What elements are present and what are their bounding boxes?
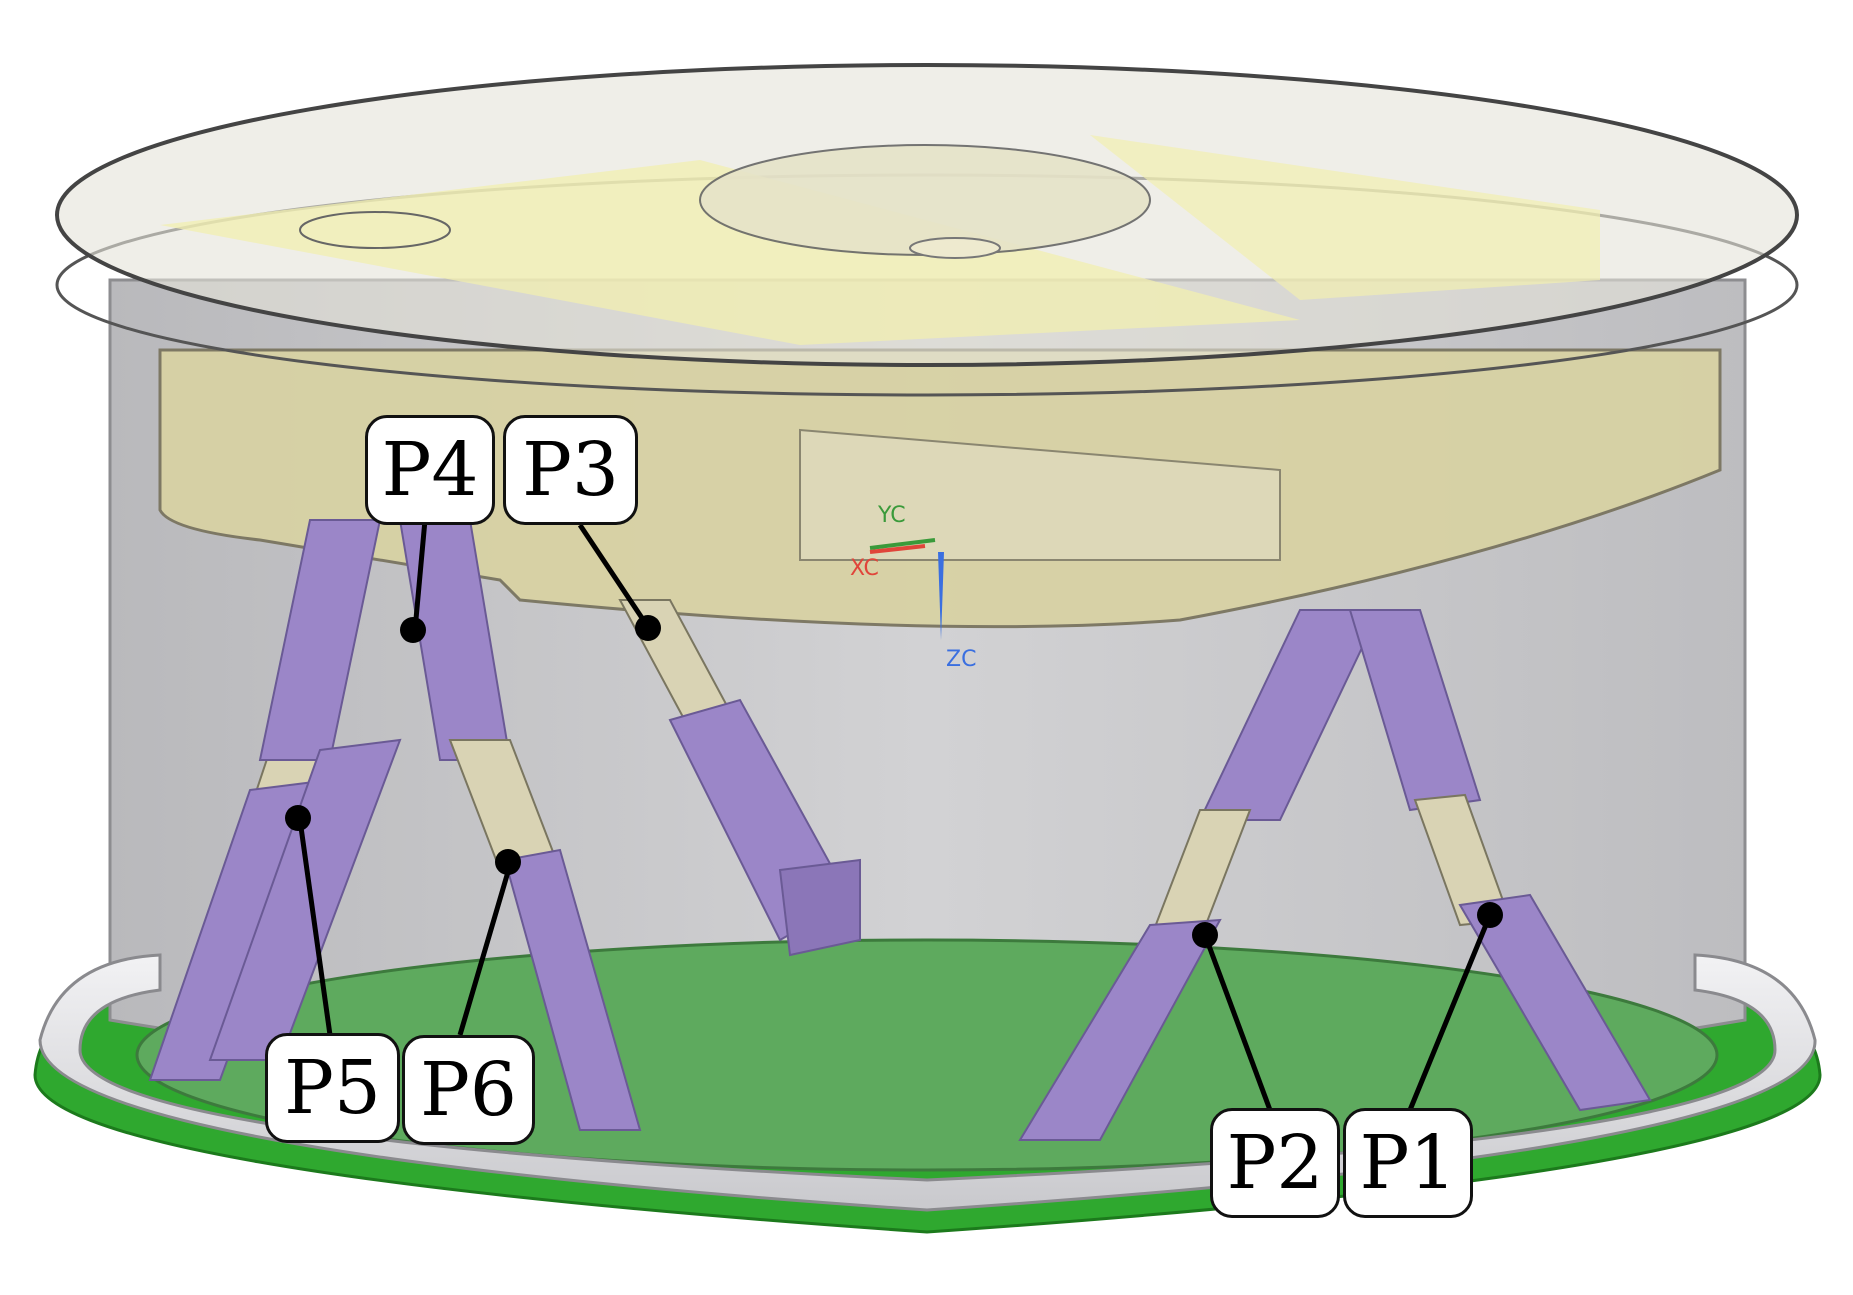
callout-p5: P5: [265, 1033, 400, 1143]
coordinate-axes: YC XC ZC: [850, 503, 976, 672]
lid-center-disc: [699, 144, 1151, 256]
leg-foot: [778, 858, 861, 957]
joint-dot-p3: [635, 615, 661, 641]
axis-x-label: XC: [850, 556, 879, 581]
joint-dots: [285, 615, 1503, 948]
platform-inner-face: [799, 428, 1281, 561]
axis-x-line: [869, 544, 926, 554]
lid-yellow-strip: [160, 160, 1300, 345]
leader-lines: [297, 519, 1493, 1111]
joint-dot-p6: [495, 849, 521, 875]
axis-z-arrow: [938, 552, 944, 640]
leg-group-left: [148, 519, 642, 1131]
leg-actuator: [1348, 609, 1482, 812]
axis-y-label: YC: [877, 503, 906, 528]
callout-p1: P1: [1343, 1108, 1473, 1218]
lid-yellow-strip-right: [1090, 135, 1600, 300]
leader-p2: [1202, 934, 1273, 1111]
joint-dot-p5: [285, 805, 311, 831]
leader-p1: [1407, 914, 1493, 1111]
base-white-ring: [38, 953, 1817, 1212]
leg-actuator: [1458, 893, 1652, 1112]
lid-hole: [299, 211, 451, 249]
callout-p6: P6: [402, 1035, 535, 1145]
leg-actuator: [1018, 918, 1222, 1141]
leader-p5: [297, 819, 333, 1036]
leader-p4: [412, 519, 428, 631]
callout-p4: P4: [365, 415, 495, 525]
leader-p6: [457, 864, 513, 1036]
joint-dot-p4: [400, 617, 426, 643]
axis-z-label: ZC: [946, 647, 976, 672]
leg-actuator: [503, 848, 642, 1131]
axis-y-line: [869, 538, 936, 550]
callout-p3: P3: [503, 415, 638, 525]
leader-p3: [577, 523, 653, 632]
joint-dot-p1: [1477, 902, 1503, 928]
transparent-lid: [55, 63, 1799, 397]
lid-hole-small: [909, 237, 1001, 259]
joint-dot-p2: [1192, 922, 1218, 948]
callout-p2: P2: [1210, 1108, 1340, 1218]
